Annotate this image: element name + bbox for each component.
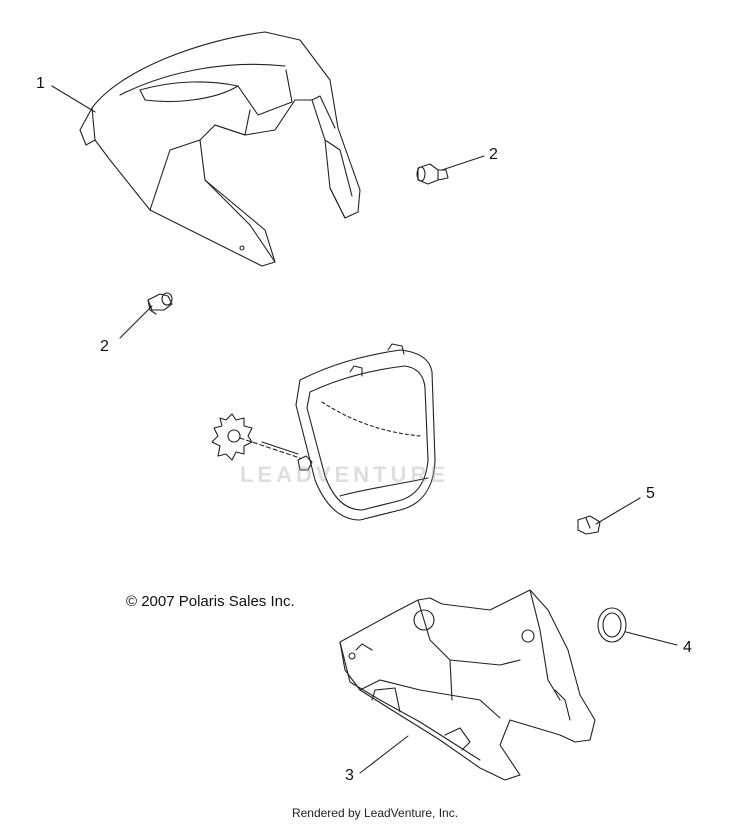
watermark-text: LEADVENTURE xyxy=(240,462,450,487)
part-1-upper-cover xyxy=(79,31,361,267)
leader-line-2b xyxy=(119,305,153,339)
callout-2a[interactable]: 2 xyxy=(489,146,498,163)
headlight-assembly xyxy=(211,343,436,521)
callout-3[interactable]: 3 xyxy=(345,767,354,784)
callout-2b[interactable]: 2 xyxy=(100,338,109,355)
copyright-notice: © 2007 Polaris Sales Inc. xyxy=(126,593,295,610)
leader-line-2a xyxy=(441,155,485,171)
callout-5[interactable]: 5 xyxy=(646,485,655,502)
callout-1[interactable]: 1 xyxy=(36,75,45,92)
part-2-bolt-a xyxy=(416,163,449,185)
footer-credit: Rendered by LeadVenture, Inc. xyxy=(291,806,459,820)
callout-4[interactable]: 4 xyxy=(683,639,692,656)
leader-line-1 xyxy=(51,85,96,113)
leader-line-4 xyxy=(625,631,678,646)
leader-lines xyxy=(51,85,678,774)
part-3-lower-housing xyxy=(339,589,596,781)
part-2-bolt-b xyxy=(147,292,173,315)
leader-line-3 xyxy=(359,735,409,774)
part-5-clip xyxy=(577,515,601,535)
leader-line-5 xyxy=(595,497,641,525)
part-4-grommet xyxy=(597,607,627,643)
